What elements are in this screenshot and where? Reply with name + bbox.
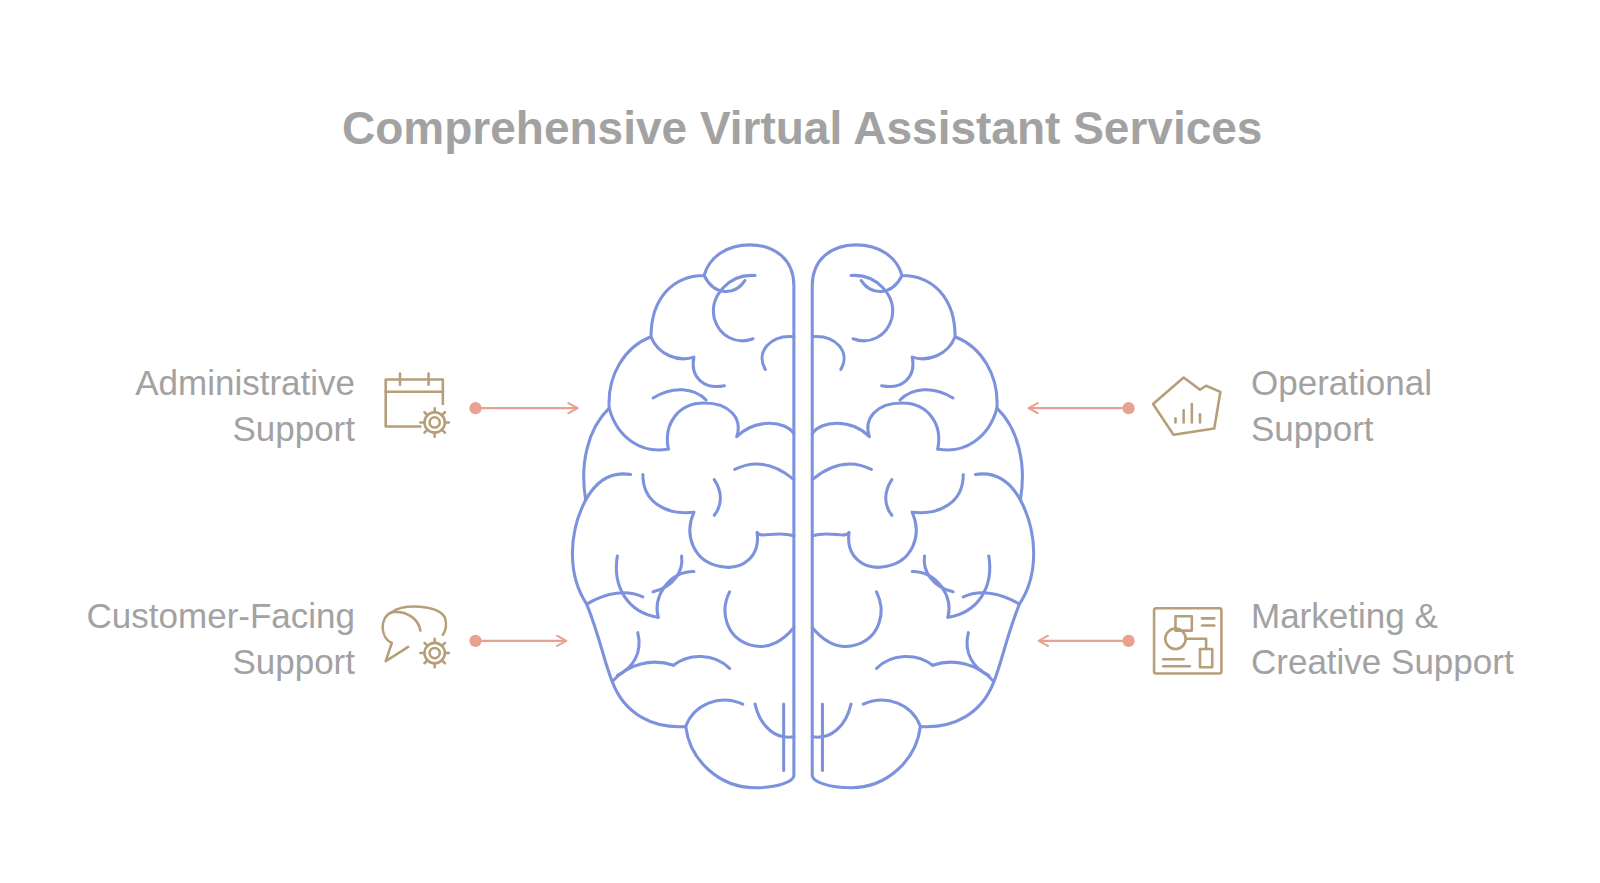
calendar-gear-icon bbox=[386, 373, 449, 436]
board-icon bbox=[1154, 608, 1221, 673]
brain-left bbox=[572, 245, 793, 788]
chart-tag-icon bbox=[1153, 378, 1220, 435]
service-label: Administrative Support bbox=[65, 360, 355, 452]
service-label: Marketing & Creative Support bbox=[1251, 593, 1541, 685]
diagram-title: Comprehensive Virtual Assistant Services bbox=[342, 101, 1262, 155]
service-label: Customer-Facing Support bbox=[65, 593, 355, 685]
chat-gear-icon bbox=[383, 607, 449, 668]
pointer-arrows bbox=[469, 402, 1134, 647]
service-label: Operational Support bbox=[1251, 360, 1541, 452]
brain-right bbox=[812, 245, 1033, 788]
